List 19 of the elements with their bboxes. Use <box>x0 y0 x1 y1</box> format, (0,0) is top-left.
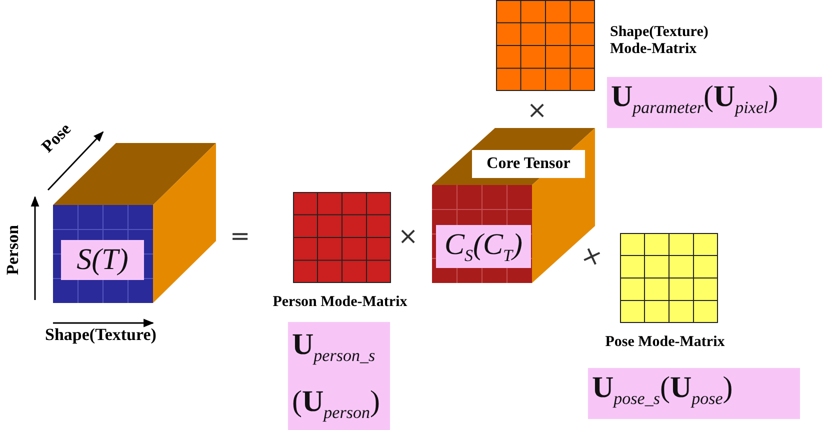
node-label: Person Mode-Matrix <box>272 294 408 311</box>
matrix-grid <box>620 233 718 323</box>
formula-label: U$_{parameter}$(U$_{pixel}$) <box>607 77 822 128</box>
node-label: Shape(Texture) Mode-Matrix <box>610 24 710 58</box>
axis-label: Person <box>3 224 24 276</box>
times-sign: × <box>578 239 606 273</box>
times-sign: × <box>527 96 548 124</box>
formula-label: U$_{pose_s}$(U$_{pose}$) <box>588 368 800 419</box>
times-sign: × <box>398 222 418 250</box>
formula-label: U$_{person_s}$ (U$_{person}$) <box>288 322 390 430</box>
axis-label: Shape(Texture) <box>45 325 156 345</box>
formula-label: S(T) <box>61 240 144 280</box>
formula-label: C$_{S}$(C$_{T}$) <box>436 225 531 268</box>
node-label: Pose Mode-Matrix <box>604 334 726 351</box>
matrix-grid <box>293 192 391 283</box>
tensor-title: Core Tensor <box>472 150 585 178</box>
matrix-grid <box>496 0 595 91</box>
axis-label: Pose <box>38 119 76 157</box>
equals-sign: = <box>230 222 250 250</box>
